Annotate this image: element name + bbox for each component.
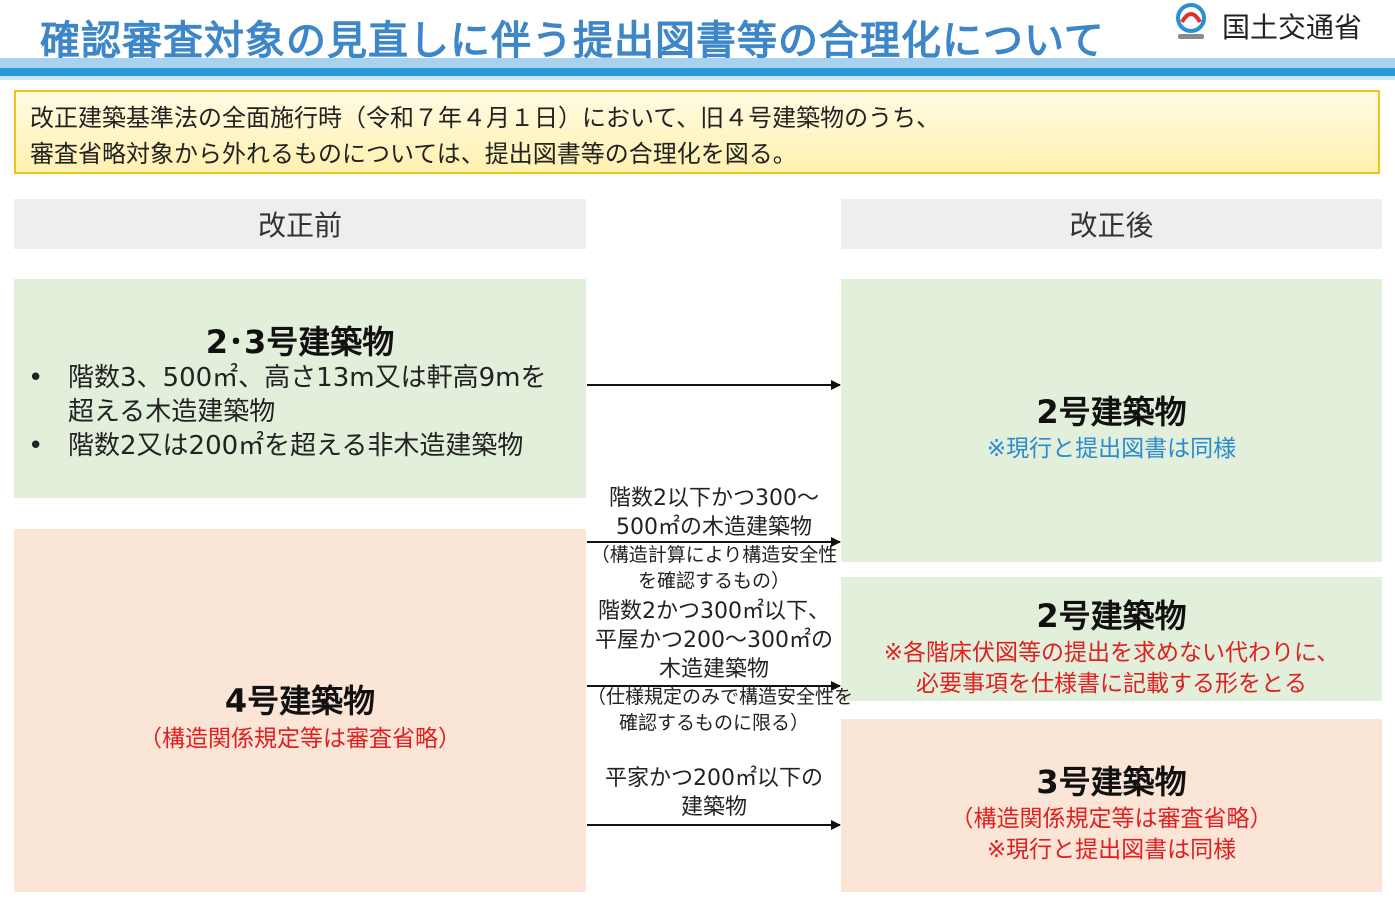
after-box-3-note-1: （構造関係規定等は審査省略） [950,806,1273,832]
c2-line-2: 平屋かつ200～300㎡の [595,628,833,653]
after-box-2b: 2号建築物 ※各階床伏図等の提出を求めない代わりに、 必要事項を仕様書に記載する… [841,577,1382,701]
before-box-23: 2･3号建築物 • 階数3、500㎡、高さ13m又は軒高9mを 超える木造建築物… [14,279,586,498]
after-box-2a-title: 2号建築物 [1036,393,1187,431]
bullet-1-line-1: 階数3、500㎡、高さ13m又は軒高9mを [68,363,547,393]
c3-line-1: 平家かつ200㎡以下の [605,766,823,791]
after-box-3-title: 3号建築物 [1036,763,1187,801]
connector-label-2: 階数2かつ300㎡以下、 平屋かつ200～300㎡の 木造建築物 （仕様規定のみ… [587,597,854,736]
before-heading: 改正前 [14,199,586,249]
after-box-2b-note-1: ※各階床伏図等の提出を求めない代わりに、 [883,640,1340,666]
before-box-23-title: 2･3号建築物 [205,323,395,361]
after-box-2a-note: ※現行と提出図書は同様 [986,436,1237,462]
c2-line-1: 階数2かつ300㎡以下、 [598,599,830,624]
c2-sub-2: 確認するものに限る） [618,712,809,734]
before-box-23-bullet-1: 階数3、500㎡、高さ13m又は軒高9mを 超える木造建築物 [68,361,546,429]
before-box-23-bullet-2: 階数2又は200㎡を超える非木造建築物 [68,431,524,461]
after-box-3-note-2: ※現行と提出図書は同様 [986,837,1237,863]
summary-box: 改正建築基準法の全面施行時（令和７年４月１日）において、旧４号建築物のうち、 審… [14,90,1380,174]
header-band-light [0,58,1395,68]
page-title: 確認審査対象の見直しに伴う提出図書等の合理化について [40,18,1105,64]
c1-line-2: 500㎡の木造建築物 [616,515,812,540]
before-box-4-note: （構造関係規定等は審査省略） [139,726,461,752]
summary-line-2: 審査省略対象から外れるものについては、提出図書等の合理化を図る。 [30,140,797,168]
ministry-logo-icon [1176,3,1206,39]
before-box-4: 4号建築物 （構造関係規定等は審査省略） [14,529,586,892]
c1-line-1: 階数2以下かつ300～ [609,486,819,511]
connector-label-1: 階数2以下かつ300～ 500㎡の木造建築物 （構造計算により構造安全性 を確認… [587,484,841,594]
after-box-2b-note-2: 必要事項を仕様書に記載する形をとる [916,671,1307,697]
before-box-4-title: 4号建築物 [224,682,376,720]
header-band-dark [0,68,1395,76]
after-box-2a: 2号建築物 ※現行と提出図書は同様 [841,279,1382,562]
c1-sub-2: を確認するもの） [637,570,790,592]
header-band-pale [0,76,1395,80]
connector-label-3: 平家かつ200㎡以下の 建築物 [587,764,841,822]
bullet-dot: • [28,431,44,461]
c2-sub-1: （仕様規定のみで構造安全性を [587,686,854,708]
c1-sub-1: （構造計算により構造安全性 [590,544,838,566]
after-box-3: 3号建築物 （構造関係規定等は審査省略） ※現行と提出図書は同様 [841,719,1382,892]
after-heading: 改正後 [841,199,1382,249]
summary-line-1: 改正建築基準法の全面施行時（令和７年４月１日）において、旧４号建築物のうち、 [30,104,941,132]
ministry-name: 国土交通省 [1222,11,1363,44]
bullet-1-line-2: 超える木造建築物 [68,397,276,427]
bullet-dot: • [28,363,44,393]
after-box-2b-title: 2号建築物 [1036,597,1187,635]
c2-line-3: 木造建築物 [658,657,769,682]
c3-line-2: 建築物 [680,795,747,820]
